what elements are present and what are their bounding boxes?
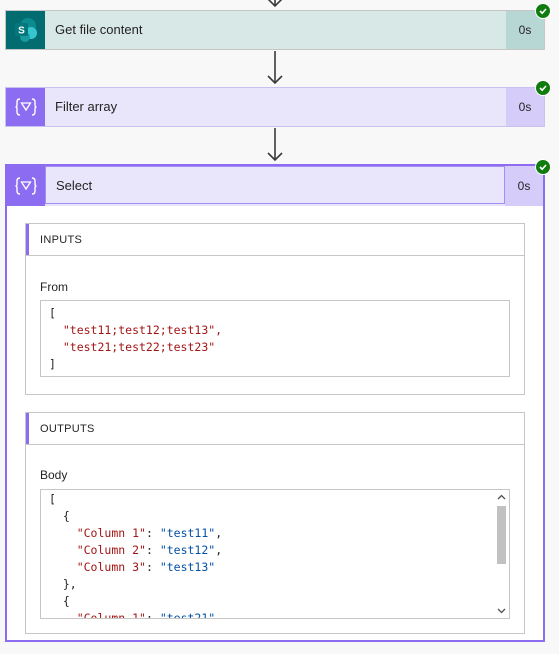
select-header[interactable]: Select 0s xyxy=(7,166,543,206)
outputs-header[interactable]: OUTPUTS xyxy=(26,413,524,445)
json-key: "Column 1" xyxy=(76,526,146,540)
connector-arrow xyxy=(266,0,284,8)
action-title: Filter array xyxy=(55,99,118,114)
action-card-filter-array[interactable]: Filter array 0s xyxy=(5,87,545,127)
code-line: "test11;test12;test13", xyxy=(49,323,223,337)
sharepoint-letter: S xyxy=(18,26,25,37)
section-accent xyxy=(26,413,29,444)
data-operation-icon xyxy=(7,166,45,206)
inputs-label: INPUTS xyxy=(40,234,83,246)
json-value: "test11" xyxy=(159,526,216,540)
code-line: { xyxy=(49,594,70,608)
outputs-section: OUTPUTS Body [ { "Column 1": "test11", "… xyxy=(25,412,525,634)
success-check-icon xyxy=(535,80,551,96)
scroll-down-icon[interactable] xyxy=(494,604,509,618)
action-title-field[interactable]: Select xyxy=(45,166,505,204)
connector-arrow xyxy=(266,128,284,162)
body-label: Body xyxy=(40,468,68,482)
action-title: Select xyxy=(56,178,93,193)
code-line: "Column 2": "test12", xyxy=(76,543,223,557)
code-line: "Column 1": "test21", xyxy=(49,610,501,619)
json-value: "test13" xyxy=(159,560,216,574)
from-code-box[interactable]: [ "test11;test12;test13", "test21;test22… xyxy=(40,300,510,377)
outputs-label: OUTPUTS xyxy=(40,423,95,435)
vertical-scrollbar[interactable] xyxy=(494,490,509,618)
inputs-header[interactable]: INPUTS xyxy=(26,224,524,256)
connector-arrow xyxy=(266,51,284,85)
action-card-get-file-content[interactable]: S Get file content 0s xyxy=(5,10,545,50)
code-line: "Column 3": "test13" xyxy=(76,560,216,574)
json-value: "test12" xyxy=(159,543,216,557)
scrollbar-thumb[interactable] xyxy=(497,506,506,564)
success-check-icon xyxy=(535,3,551,19)
action-card-select: Select 0s INPUTS From [ "test11;test12;t… xyxy=(5,164,545,642)
code-line: }, xyxy=(49,577,77,591)
data-operation-icon xyxy=(6,88,45,126)
from-label: From xyxy=(40,280,68,294)
json-key: "Column 2" xyxy=(76,543,146,557)
json-value: "test21" xyxy=(159,611,216,619)
action-duration: 0s xyxy=(506,88,544,126)
json-key: "Column 3" xyxy=(76,560,146,574)
json-key: "Column 1" xyxy=(76,611,146,619)
scroll-up-icon[interactable] xyxy=(494,490,509,504)
code-line: { xyxy=(49,509,70,523)
sharepoint-icon: S xyxy=(6,11,45,49)
code-line: [ xyxy=(49,306,56,320)
body-code-box[interactable]: [ { "Column 1": "test11", "Column 2": "t… xyxy=(40,489,510,619)
action-title: Get file content xyxy=(55,22,143,37)
section-accent xyxy=(26,224,29,255)
code-line: ] xyxy=(49,357,56,371)
success-check-icon xyxy=(535,159,551,175)
code-line: "Column 1": "test11", xyxy=(76,526,223,540)
inputs-section: INPUTS From [ "test11;test12;test13", "t… xyxy=(25,223,525,395)
action-duration: 0s xyxy=(505,166,543,206)
code-line: [ xyxy=(49,492,56,506)
code-line: "test21;test22;test23" xyxy=(49,340,216,354)
